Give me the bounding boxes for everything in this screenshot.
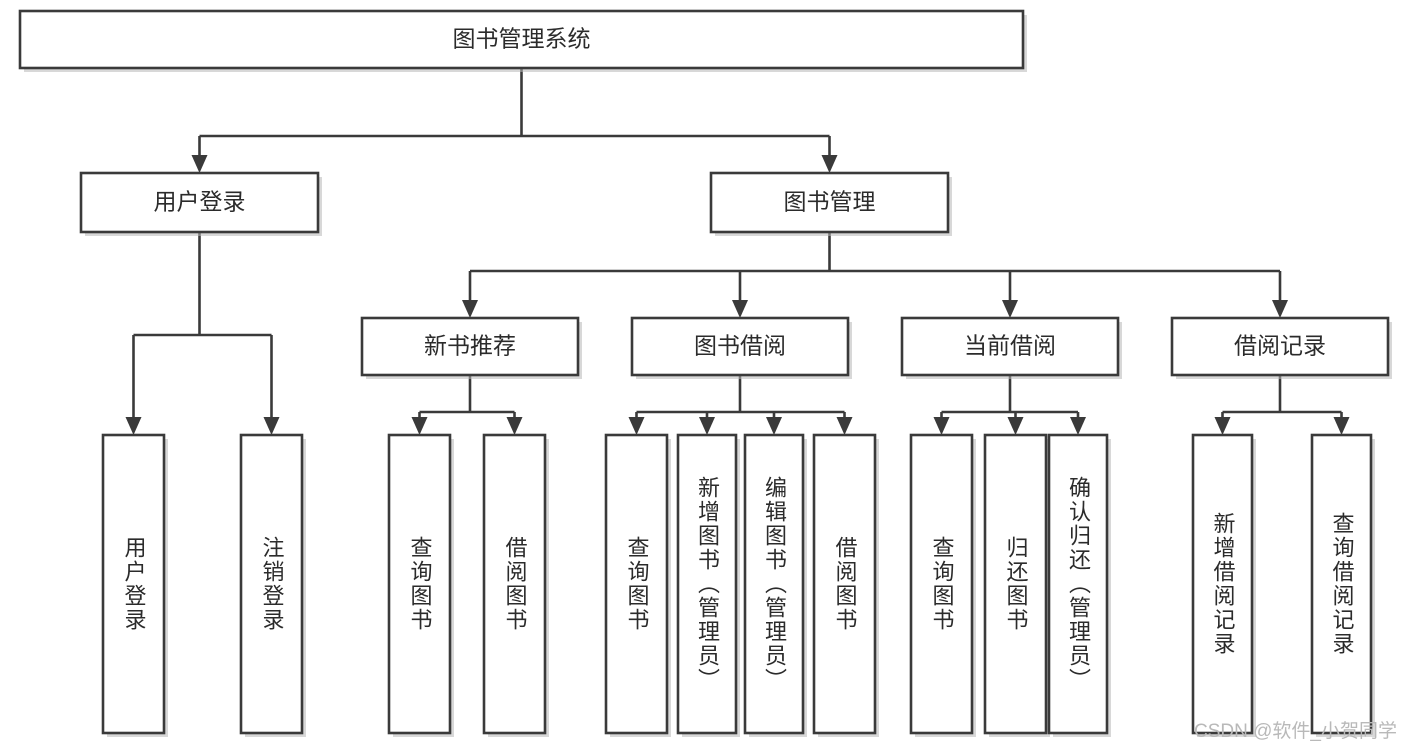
node-hit-leaf-add-book[interactable]: [678, 435, 736, 733]
node-hit-leaf-borrow-book-2[interactable]: [814, 435, 875, 733]
node-hit-leaf-confirm-return[interactable]: [1049, 435, 1107, 733]
node-hit-leaf-borrow-book-1[interactable]: [484, 435, 545, 733]
root-node-box[interactable]: [18, 9, 1025, 70]
node-label-user-login: 用户登录: [154, 189, 246, 215]
node-box-leaf-borrow-book-1[interactable]: [482, 433, 547, 735]
node-box-leaf-confirm-return[interactable]: [1047, 433, 1109, 735]
leaf-link-leaf-query-book-1-arrowhead: [411, 417, 428, 435]
node-box-new-book-rec[interactable]: [360, 316, 580, 377]
node-hit-leaf-edit-book[interactable]: [745, 435, 803, 733]
level3-current-borrow-arrowhead: [1002, 300, 1018, 318]
node-box-book-borrow[interactable]: [630, 316, 850, 377]
level2-user-login-arrowhead: [191, 155, 208, 173]
node-box-leaf-add-record[interactable]: [1191, 433, 1254, 735]
leaf-link-leaf-user-login-arrowhead: [125, 417, 142, 435]
node-hit-leaf-user-login[interactable]: [103, 435, 164, 733]
node-box-leaf-logout[interactable]: [239, 433, 304, 735]
leaf-link-leaf-query-book-2-arrowhead: [628, 417, 645, 435]
node-box-borrow-record[interactable]: [1170, 316, 1390, 377]
root-node-label: 图书管理系统: [453, 26, 591, 52]
node-hit-leaf-query-book-2[interactable]: [606, 435, 667, 733]
node-hit-leaf-query-book-1[interactable]: [389, 435, 450, 733]
node-box-book-manage[interactable]: [709, 171, 950, 234]
node-label-new-book-rec: 新书推荐: [424, 333, 516, 359]
node-box-current-borrow[interactable]: [900, 316, 1120, 377]
node-box-leaf-query-book-1[interactable]: [387, 433, 452, 735]
leaf-link-leaf-add-record-arrowhead: [1214, 417, 1231, 435]
leaf-link-leaf-query-book-3-arrowhead: [933, 417, 950, 435]
node-box-leaf-borrow-book-2[interactable]: [812, 433, 877, 735]
level2-book-manage-arrowhead: [821, 155, 838, 173]
leaf-link-leaf-return-book-arrowhead: [1007, 417, 1024, 435]
node-box-leaf-query-record[interactable]: [1310, 433, 1373, 735]
node-label-book-borrow: 图书借阅: [694, 333, 786, 359]
leaf-link-leaf-borrow-book-1-arrowhead: [506, 417, 523, 435]
leaf-link-leaf-confirm-return-arrowhead: [1070, 417, 1086, 435]
leaf-link-leaf-query-record-arrowhead: [1333, 417, 1350, 435]
node-hit-leaf-query-book-3[interactable]: [911, 435, 972, 733]
node-box-user-login[interactable]: [79, 171, 320, 234]
connector-lines: [125, 68, 1350, 435]
leaf-link-leaf-logout-arrowhead: [263, 417, 280, 435]
leaf-link-leaf-edit-book-arrowhead: [766, 417, 782, 435]
node-hit-leaf-query-record[interactable]: [1312, 435, 1371, 733]
node-hit-leaf-add-record[interactable]: [1193, 435, 1252, 733]
csdn-watermark: CSDN @软件_小贺同学: [1194, 721, 1397, 742]
node-box-leaf-user-login[interactable]: [101, 433, 166, 735]
node-label-book-manage: 图书管理: [784, 189, 876, 215]
leaf-link-leaf-add-book-arrowhead: [699, 417, 715, 435]
node-label-borrow-record: 借阅记录: [1234, 333, 1326, 359]
level3-book-borrow-arrowhead: [732, 300, 748, 318]
node-box-leaf-add-book[interactable]: [676, 433, 738, 735]
node-hit-leaf-logout[interactable]: [241, 435, 302, 733]
level3-new-book-rec-arrowhead: [462, 300, 478, 318]
node-box-leaf-return-book[interactable]: [983, 433, 1048, 735]
node-boxes: [18, 9, 1392, 737]
node-hit-leaf-return-book[interactable]: [985, 435, 1046, 733]
node-label-current-borrow: 当前借阅: [964, 333, 1056, 359]
node-box-leaf-query-book-2[interactable]: [604, 433, 669, 735]
leaf-link-leaf-borrow-book-2-arrowhead: [836, 417, 853, 435]
node-box-leaf-edit-book[interactable]: [743, 433, 805, 735]
level3-borrow-record-arrowhead: [1272, 300, 1288, 318]
node-box-leaf-query-book-3[interactable]: [909, 433, 974, 735]
